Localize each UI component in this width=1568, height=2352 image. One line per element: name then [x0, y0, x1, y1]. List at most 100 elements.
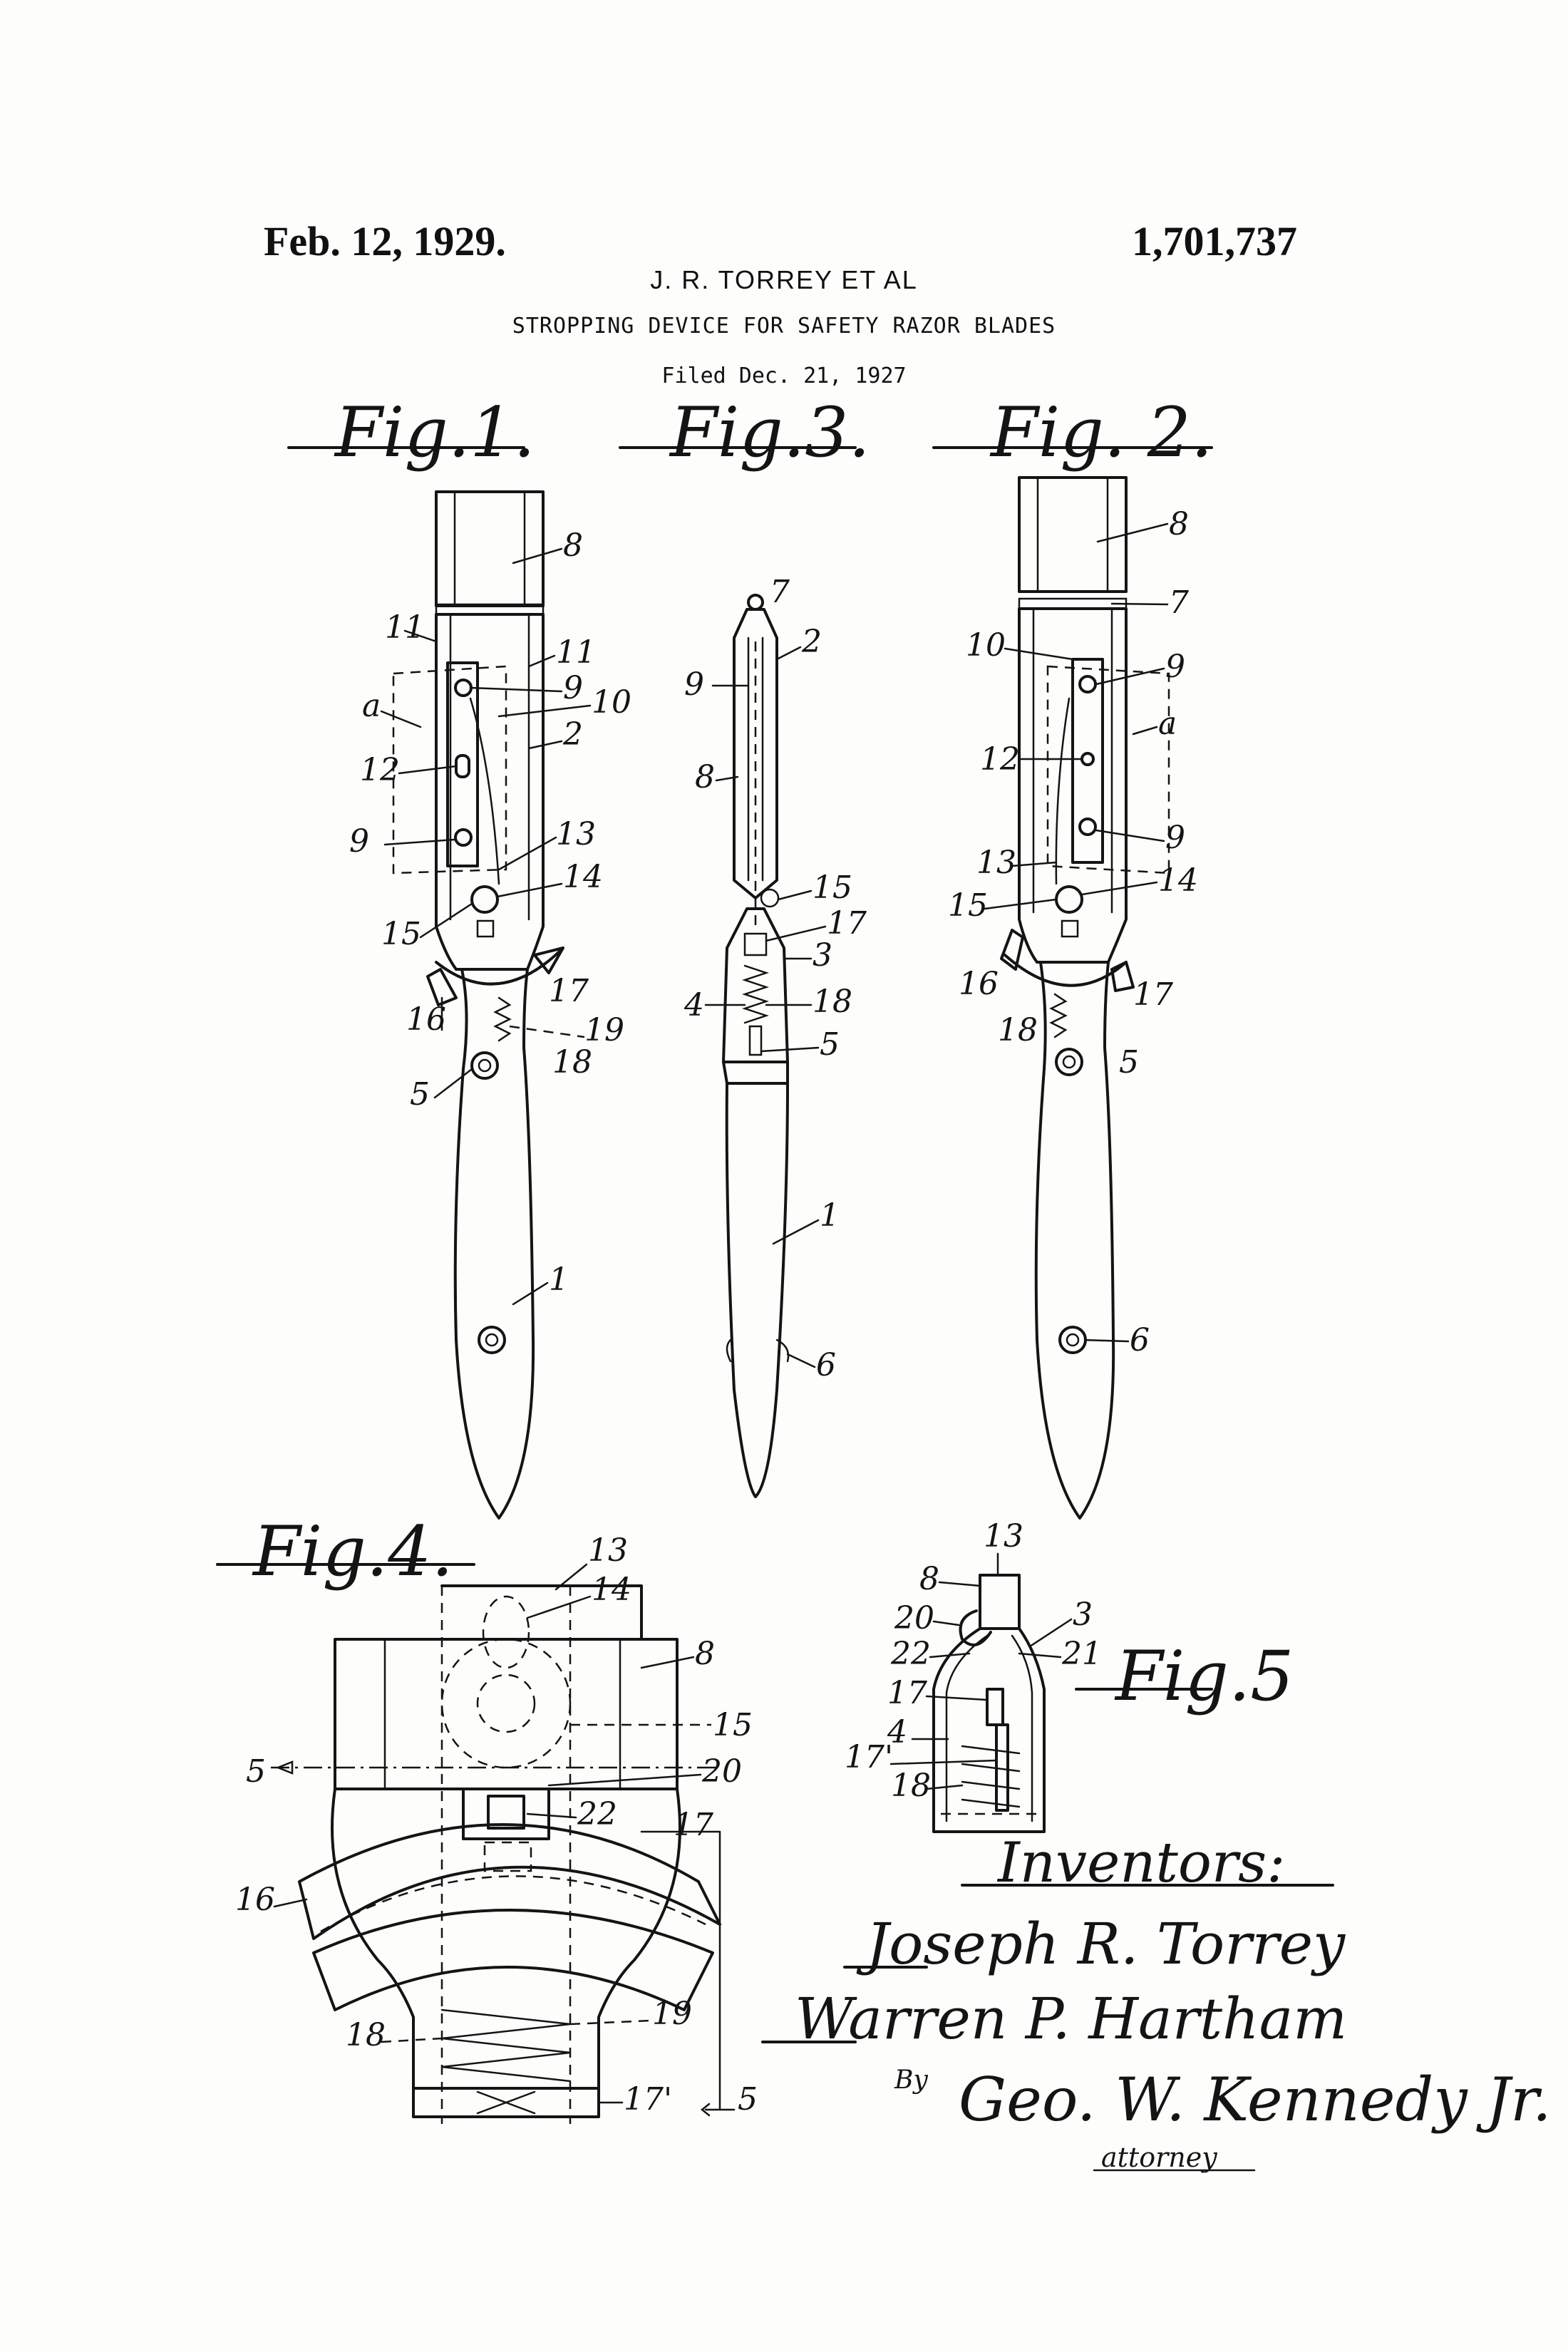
- fig4-segment-hidden: [320, 1875, 706, 1933]
- fig1-ref: 9: [563, 670, 583, 706]
- figure-3: Fig.3. 7 2 9 8 15 17 3 4: [619, 393, 870, 1498]
- fig3-ref: 2: [801, 624, 822, 660]
- fig2-strop-joint: [1018, 597, 1128, 610]
- fig1-ref: 17: [549, 973, 589, 1009]
- fig1-ref: 13: [556, 816, 596, 852]
- fig1-ref: 16: [406, 1001, 446, 1038]
- fig3-ref: 9: [684, 666, 704, 703]
- fig2-ref: 16: [959, 966, 999, 1002]
- fig5-reference-numerals: 13 8 20 3 22 21 17 4 17' 18: [845, 1518, 1102, 1804]
- fig4-knob-inner: [476, 1673, 536, 1733]
- fig5-hook-20: [959, 1609, 992, 1646]
- fig5-housing-inner-2: [1011, 1634, 1033, 1822]
- fig5-housing-inner: [945, 1634, 989, 1822]
- fig2-handle: [1034, 961, 1115, 1520]
- fig1-pin-bottom: [454, 828, 473, 847]
- fig5-ref: 8: [919, 1561, 939, 1597]
- fig3-ref: 3: [813, 937, 832, 974]
- fig2-ref: 13: [976, 845, 1016, 881]
- fig5-strop: [979, 1574, 1021, 1630]
- fig2-strop: [1018, 476, 1128, 593]
- fig1-segment-end: [426, 968, 458, 1006]
- fig2-reference-numerals: 8 7 10 9 a 12 9 13 14 15 16 17 18 5 6: [948, 506, 1198, 1358]
- fig4-slot: [482, 1595, 530, 1669]
- fig1-ref: 15: [381, 916, 421, 952]
- fig3-leader-lines: [704, 646, 827, 1368]
- fig1-ref: 14: [563, 859, 603, 895]
- fig2-ref: 8: [1169, 506, 1189, 542]
- fig3-head: [722, 907, 789, 1063]
- fig2-blade-outline: [1046, 665, 1170, 875]
- fig3-ref: 17: [827, 905, 867, 942]
- fig2-ref: a: [1158, 706, 1177, 742]
- fig3-rivet-band: [722, 1061, 789, 1085]
- fig1-ref: 8: [563, 527, 583, 564]
- fig1-ref: 5: [410, 1076, 430, 1113]
- fig1-segment-arc: [435, 947, 564, 986]
- fig4-ref: 18: [346, 2017, 386, 2053]
- fig3-ref: 7: [770, 574, 790, 610]
- fig2-ref: 9: [1165, 820, 1185, 856]
- attorney-signature: Geo. W. Kennedy Jr.: [959, 2065, 1552, 2135]
- fig1-rivet-5: [470, 1051, 499, 1080]
- fig4-reference-numerals: 13 14 8 15 5 20 22 17 16 19 18 17' 5: [235, 1532, 758, 2118]
- fig2-ref: 17: [1133, 976, 1173, 1013]
- fig4-ref: 8: [695, 1636, 715, 1672]
- fig2-knob: [1055, 885, 1083, 914]
- fig1-ref: 1: [549, 1262, 569, 1298]
- fig4-ref: 17: [674, 1807, 713, 1843]
- fig1-knob: [470, 885, 499, 914]
- fig3-pin-7: [747, 594, 764, 611]
- fig4-left-arrow: [275, 1760, 294, 1775]
- fig4-ref: 16: [235, 1882, 275, 1918]
- fig3-ref: 6: [816, 1347, 836, 1383]
- fig4-plunger-head: [462, 1788, 550, 1840]
- inventor-2-signature: Warren P. Hartham: [795, 1986, 1347, 2052]
- fig2-ref: 15: [948, 887, 988, 924]
- fig5-ref: 20: [894, 1600, 934, 1636]
- fig2-pin-mid: [1080, 752, 1095, 766]
- inventor-1-signature: Joseph R. Torrey: [856, 1911, 1346, 1977]
- patent-date: Feb. 12, 1929.: [264, 218, 506, 264]
- fig3-rivet-6: [775, 1339, 790, 1363]
- fig4-ref: 20: [701, 1753, 742, 1790]
- fig5-ref: 3: [1073, 1597, 1093, 1633]
- fig2-blade-holder: [1071, 658, 1104, 864]
- fig1-ref: 18: [552, 1044, 592, 1080]
- fig2-ref: 5: [1119, 1044, 1139, 1080]
- fig2-ref: 18: [998, 1012, 1038, 1048]
- fig1-ref: 12: [360, 752, 400, 788]
- fig2-rivet-6: [1058, 1326, 1087, 1354]
- fig2-ref: 6: [1130, 1322, 1150, 1358]
- fig2-ref: 7: [1169, 584, 1189, 621]
- filed-date: Filed Dec. 21, 1927: [661, 363, 907, 388]
- figure-5: Fig.5 13 8 20 3 22 21 17 4 17' 18: [845, 1518, 1294, 1833]
- fig2-rivet-6-inner: [1066, 1333, 1080, 1347]
- fig1-ref: 11: [556, 634, 596, 671]
- fig1-ref: 9: [349, 823, 369, 860]
- fig1-ref: 19: [584, 1012, 624, 1048]
- figure-1: Fig.1.: [287, 393, 631, 1520]
- fig2-rivet-5: [1055, 1048, 1083, 1076]
- attorney-label: attorney: [1101, 2142, 1217, 2173]
- fig1-ref: 2: [562, 716, 583, 753]
- fig5-ref: 21: [1061, 1636, 1102, 1672]
- fig1-segment-end-2: [533, 947, 564, 974]
- fig4-frame-block: [334, 1638, 679, 1790]
- figure-2: Fig. 2. 8: [932, 393, 1213, 1520]
- fig3-strop-frame: [733, 608, 778, 899]
- fig3-spring: [742, 964, 769, 1024]
- fig2-ref: 14: [1158, 862, 1198, 899]
- figure-5-label: Fig.5: [1114, 1636, 1294, 1716]
- fig1-rivet-6-inner: [485, 1333, 499, 1347]
- fig5-rod-17p: [995, 1723, 1009, 1812]
- fig4-ref: 22: [577, 1796, 617, 1832]
- fig1-ref: 11: [385, 609, 425, 646]
- fig4-leader-lines: [273, 1563, 711, 2104]
- fig1-handle: [453, 968, 535, 1520]
- fig2-knob-base: [1061, 919, 1079, 938]
- fig1-frame: [435, 613, 545, 971]
- by-label: By: [894, 2065, 928, 2095]
- fig5-leader-lines: [889, 1552, 1073, 1790]
- fig5-ref: 18: [891, 1768, 931, 1804]
